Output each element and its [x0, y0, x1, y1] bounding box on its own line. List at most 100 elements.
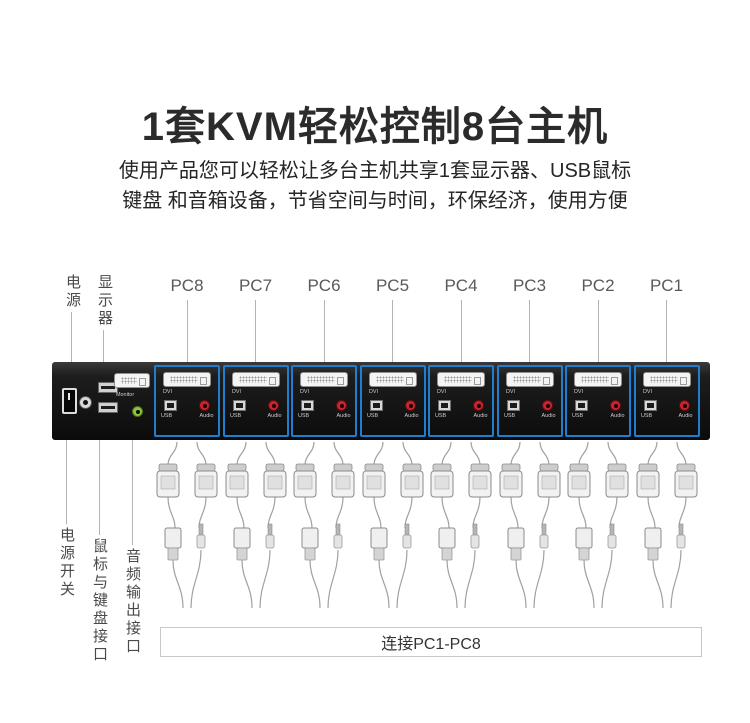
dvi-port-icon [231, 372, 280, 387]
pc-callout: PC5 [359, 276, 427, 362]
page-subtitle: 使用产品您可以轻松让多台主机共享1套显示器、USB鼠标 键盘 和音箱设备，节省空… [0, 156, 750, 216]
leader-line [323, 300, 325, 362]
usb-port-label: USB [640, 412, 652, 419]
cable-bundle [290, 441, 358, 627]
usb-b-port-icon [643, 400, 657, 411]
subtitle-line-2: 键盘 和音箱设备，节省空间与时间，环保经济，使用方便 [122, 190, 628, 212]
pc-label: PC2 [581, 276, 615, 295]
usb-b-port-icon [232, 400, 246, 411]
audio-port-label: Audio [610, 412, 624, 419]
dc-power-jack-icon [79, 396, 92, 409]
leader-line [99, 440, 100, 535]
dvi-port-label: DVI [300, 388, 310, 395]
cable-bundle-illustration [293, 441, 355, 609]
dvi-port-icon [437, 372, 485, 387]
dvi-port-icon [574, 372, 622, 387]
audio-out-callout-label: 音频输出接口 [124, 548, 141, 656]
dvi-port-icon [642, 372, 691, 387]
usb-port-label: USB [435, 412, 447, 419]
audio-jack-icon [404, 400, 416, 411]
cable-bundle [222, 441, 290, 627]
cable-bundle [496, 441, 564, 627]
dvi-port-label: DVI [574, 388, 584, 395]
audio-port-label: Audio [336, 412, 350, 419]
audio-port-label: Audio [473, 412, 487, 419]
usb-b-port-icon [301, 400, 314, 411]
pc-label: PC8 [170, 276, 204, 295]
usb-port-label: USB [229, 412, 241, 419]
pc-callout: PC1 [633, 276, 701, 362]
pc-callout: PC8 [153, 276, 221, 362]
usb-port-label: USB [161, 412, 173, 419]
dvi-port-label: DVI [231, 388, 241, 395]
cable-bundle [633, 441, 701, 627]
dvi-port-label: DVI [163, 388, 173, 395]
pc-port-group: DVI USB Audio [496, 365, 563, 437]
leader-line [71, 312, 72, 362]
dvi-port-icon [368, 372, 417, 387]
console-monitor-dvi-port-icon [114, 373, 150, 388]
dvi-port-label: DVI [505, 388, 515, 395]
bracket-label: 连接PC1-PC8 [381, 636, 481, 653]
subtitle-line-1: 使用产品您可以轻松让多台主机共享1套显示器、USB鼠标 [118, 160, 632, 182]
pc-port-group: DVI USB Audio [154, 365, 220, 437]
cable-bundle [564, 441, 632, 627]
audio-out-jack-icon [132, 406, 143, 417]
audio-port-label: Audio [541, 412, 556, 419]
power-switch-icon [62, 388, 77, 414]
usb-port-label: USB [572, 412, 584, 419]
audio-jack-icon [610, 400, 621, 411]
pc-label: PC3 [512, 276, 547, 295]
audio-jack-icon [473, 400, 484, 411]
leader-line [103, 330, 104, 362]
dvi-port-icon [163, 372, 211, 387]
audio-port-label: Audio [404, 412, 419, 419]
audio-jack-icon [267, 400, 279, 411]
pc-label: PC7 [238, 276, 273, 295]
cable-bundle-illustration [225, 441, 286, 609]
console-usb-port-icon [98, 402, 118, 413]
usb-b-port-icon [575, 400, 588, 411]
usb-port-label: USB [298, 412, 310, 419]
monitor-port-label: Monitor [116, 391, 135, 398]
cable-bundle [153, 441, 221, 627]
connection-bracket: 连接PC1-PC8 [160, 627, 702, 657]
leader-line [529, 300, 530, 362]
leader-line [66, 440, 67, 524]
cable-bundle [427, 441, 495, 627]
dvi-port-icon [300, 372, 348, 387]
audio-jack-icon [199, 400, 210, 411]
pc-port-group: DVI USB Audio [428, 365, 494, 437]
power-switch-callout-label: 电源开关 [58, 527, 75, 599]
usb-b-port-icon [438, 400, 451, 411]
power-callout-label: 电源 [64, 274, 81, 310]
audio-port-label: Audio [678, 412, 693, 419]
usb-b-port-icon [164, 400, 177, 411]
usb-port-label: USB [366, 412, 378, 419]
pc-callout: PC7 [222, 276, 290, 362]
pc-port-group: DVI USB Audio [633, 365, 700, 437]
pc-callout: PC3 [496, 276, 564, 362]
dvi-port-icon [505, 372, 554, 387]
audio-jack-icon [336, 400, 347, 411]
dvi-port-label: DVI [368, 388, 378, 395]
audio-jack-icon [541, 400, 553, 411]
pc-callout: PC2 [564, 276, 632, 362]
leader-line [255, 300, 256, 362]
usb-port-label: USB [503, 412, 515, 419]
pc-port-group: DVI USB Audio [565, 365, 631, 437]
pc-label: PC6 [307, 276, 341, 295]
leader-line [186, 300, 188, 362]
kvm-switch-device: Monitor DVI USB Audio DVI [52, 362, 710, 440]
pc-label: PC5 [375, 276, 410, 295]
dvi-port-label: DVI [437, 388, 447, 395]
cable-bundle-illustration [567, 441, 629, 609]
cable-bundle-illustration [430, 441, 492, 609]
monitor-callout-label: 显示器 [96, 274, 113, 328]
cable-bundle [359, 441, 427, 627]
cable-bundle-illustration [362, 441, 423, 609]
usb-b-port-icon [369, 400, 383, 411]
pc-callout: PC6 [290, 276, 358, 362]
pc-port-group: DVI USB Audio [222, 365, 289, 437]
